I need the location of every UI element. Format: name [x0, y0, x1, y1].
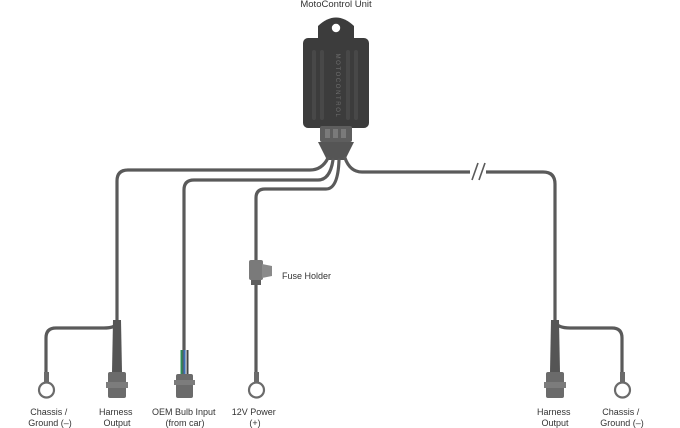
wire-right-chassis: [553, 320, 624, 380]
wire-right-harness: [343, 156, 557, 382]
wire-12v-power: [254, 158, 341, 382]
socket-pin: [333, 129, 338, 138]
wires: [44, 156, 624, 382]
fuse-body: [249, 260, 263, 280]
connector-oem-input: [174, 350, 195, 398]
wire-left-chassis: [44, 322, 119, 380]
housing-rib: [320, 50, 324, 120]
mounting-hole: [331, 23, 341, 33]
cable-boot: [318, 142, 354, 160]
label-oem-bulb-input: OEM Bulb Input (from car): [152, 407, 218, 428]
socket-pin: [341, 129, 346, 138]
cable-break-mark: [470, 162, 486, 181]
label-harness-output-right: Harness Output: [537, 407, 573, 428]
label-chassis-ground-right: Chassis / Ground (–): [600, 407, 644, 428]
unit-housing: [303, 38, 369, 128]
housing-rib: [312, 50, 316, 120]
socket-pin: [325, 129, 330, 138]
ring-terminal-right-chassis: [613, 372, 632, 399]
fuse-holder: [249, 260, 272, 285]
label-harness-output-left: Harness Output: [99, 407, 135, 428]
control-unit: MOTOCONTROL: [303, 17, 369, 160]
diagram-title: MotoControl Unit: [300, 0, 372, 10]
connector-left-harness: [106, 320, 128, 398]
ring-terminal-left-chassis: [37, 372, 56, 399]
label-12v-power: 12V Power (+): [232, 407, 279, 428]
unit-brand-text: MOTOCONTROL: [334, 54, 340, 119]
wire-oem-input: [182, 158, 335, 382]
fuse-collar: [251, 280, 261, 285]
housing-rib: [354, 50, 358, 120]
label-fuse-holder: Fuse Holder: [282, 271, 331, 281]
connector-right-harness: [544, 320, 566, 398]
fuse-cap: [262, 264, 272, 278]
ring-terminal-12v-power: [247, 372, 266, 399]
wire-left-harness: [115, 156, 330, 382]
label-chassis-ground-left: Chassis / Ground (–): [28, 407, 72, 428]
housing-rib: [346, 50, 350, 120]
